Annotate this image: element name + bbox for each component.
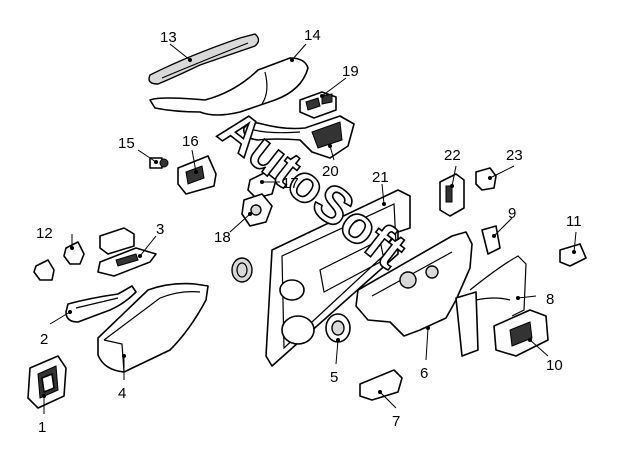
callout-2: 2 — [40, 331, 48, 348]
part-12-cap — [33, 241, 85, 281]
callout-5: 5 — [330, 369, 338, 386]
part-14-armrest — [149, 57, 309, 116]
callout-17: 17 — [282, 175, 299, 192]
part-2-strap — [65, 285, 137, 323]
part-11-clip — [559, 243, 587, 267]
part-3-plate — [97, 227, 157, 277]
callout-4: 4 — [118, 385, 126, 402]
callout-16: 16 — [182, 133, 199, 150]
callout-labels: 1 2 3 4 5 6 7 8 9 10 11 12 13 14 15 16 1… — [36, 27, 582, 436]
callout-12: 12 — [36, 225, 53, 242]
part-8-latch-rod — [455, 255, 527, 357]
part-17-18-clip — [241, 171, 277, 227]
callout-20: 20 — [322, 163, 339, 180]
part-1-mirror-switch — [27, 355, 67, 409]
callout-3: 3 — [156, 221, 164, 238]
grommet — [231, 257, 253, 283]
part-22-bracket — [439, 173, 465, 217]
part-4-pocket — [97, 282, 209, 373]
part-19-switch — [299, 91, 337, 119]
callout-15: 15 — [118, 135, 135, 152]
part-9-clip — [481, 225, 501, 255]
callout-21: 21 — [372, 169, 389, 186]
callout-18: 18 — [214, 229, 231, 246]
part-5-speaker — [325, 313, 351, 343]
part-6-door-module — [355, 231, 473, 337]
callout-22: 22 — [444, 147, 461, 164]
callout-9: 9 — [508, 205, 516, 222]
callout-leaders — [42, 43, 577, 414]
part-16-switch — [177, 155, 217, 195]
callout-11: 11 — [566, 213, 582, 230]
part-10-actuator — [493, 309, 549, 357]
callout-19: 19 — [342, 63, 359, 80]
callout-23: 23 — [506, 147, 523, 164]
callout-8: 8 — [546, 291, 554, 308]
part-7-handle — [359, 369, 403, 401]
callout-10: 10 — [546, 357, 563, 374]
callout-13: 13 — [160, 29, 177, 46]
part-21-trim-panel — [265, 189, 411, 367]
callout-14: 14 — [304, 27, 321, 44]
part-23-cap — [475, 167, 497, 191]
callout-7: 7 — [392, 413, 400, 430]
callout-1: 1 — [38, 419, 46, 436]
callout-6: 6 — [420, 365, 428, 382]
